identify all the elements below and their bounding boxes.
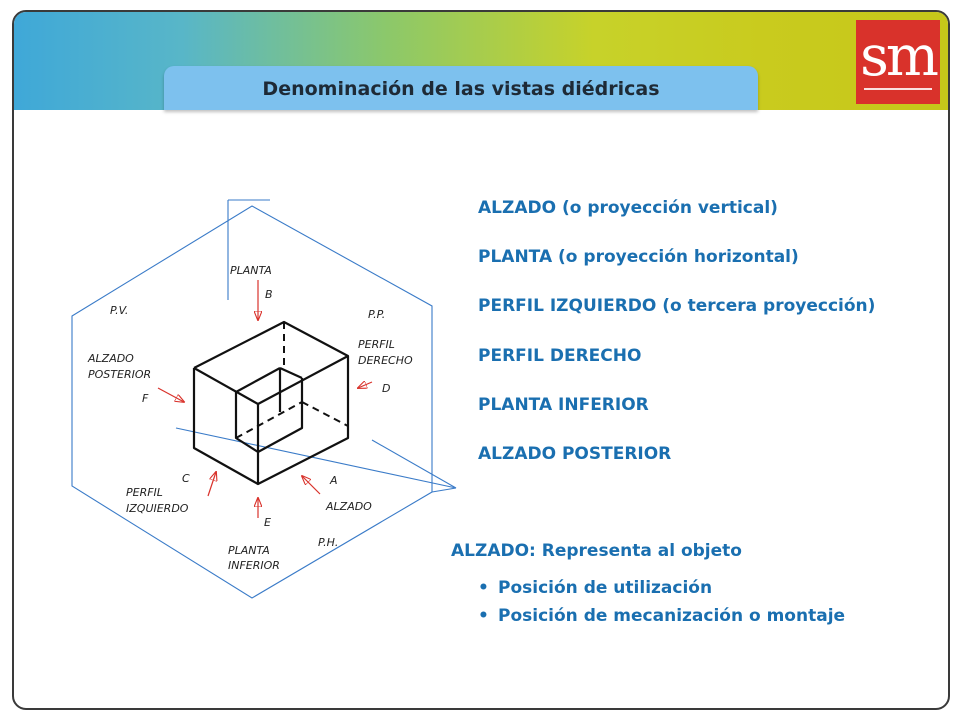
- label-pv: P.V.: [110, 304, 128, 317]
- label-b: B: [265, 288, 273, 301]
- label-planta: PLANTA: [230, 264, 272, 277]
- notch-inner-top-2: [279, 366, 303, 380]
- horizontal-plane-ph-edge: [175, 427, 457, 489]
- label-alzado-posterior-2: POSTERIOR: [88, 368, 151, 381]
- arrow-d: [358, 382, 373, 388]
- sm-logo: sm: [856, 20, 940, 104]
- label-pp: P.P.: [368, 308, 385, 321]
- horizontal-plane-ph-edge-2: [371, 439, 457, 489]
- label-d: D: [382, 382, 390, 395]
- alzado-note-heading: ALZADO: Representa al objeto: [451, 541, 742, 561]
- bullet-dot-icon: •: [478, 578, 489, 598]
- label-ph: P.H.: [318, 536, 338, 549]
- hidden-horizontal: [301, 401, 349, 427]
- label-perfil-izquierdo-2: IZQUIERDO: [126, 502, 189, 515]
- horizontal-plane-ph-edge-3: [431, 487, 457, 493]
- view-item-planta: PLANTA (o proyección horizontal): [478, 247, 799, 267]
- label-f: F: [142, 392, 149, 405]
- title-bar: Denominación de las vistas diédricas: [164, 66, 758, 110]
- bullet-text: Posición de mecanización o montaje: [498, 606, 846, 626]
- logo-text: sm: [860, 24, 939, 89]
- arrow-c: [207, 472, 216, 497]
- page-title: Denominación de las vistas diédricas: [262, 78, 660, 100]
- view-item-perfil-derecho: PERFIL DERECHO: [478, 346, 642, 366]
- view-item-perfil-izquierdo: PERFIL IZQUIERDO (o tercera proyección): [478, 296, 876, 316]
- dihedral-views-diagram: PLANTA B P.V. P.P. PERFIL DERECHO D ALZA…: [71, 199, 457, 599]
- view-item-alzado: ALZADO (o proyección vertical): [478, 198, 778, 218]
- label-alzado-posterior-1: ALZADO: [87, 352, 134, 365]
- label-perfil-izquierdo-1: PERFIL: [126, 486, 163, 499]
- notch-inner-top: [235, 367, 281, 393]
- label-perfil-derecho-2: DERECHO: [358, 354, 413, 367]
- notch-inner: [234, 378, 304, 454]
- hidden-diagonal: [235, 401, 303, 439]
- object-hidden-lines: [235, 322, 349, 439]
- label-perfil-derecho-1: PERFIL: [358, 338, 395, 351]
- view-item-alzado-posterior: ALZADO POSTERIOR: [478, 444, 672, 464]
- object-front-top-edge: [193, 367, 259, 405]
- bullet-dot-icon: •: [478, 606, 489, 626]
- label-planta-inferior-1: PLANTA: [228, 544, 270, 557]
- label-a: A: [329, 474, 338, 487]
- arrow-a: [302, 476, 321, 495]
- arrow-f: [157, 387, 184, 402]
- view-item-planta-inferior: PLANTA INFERIOR: [478, 395, 649, 415]
- view-arrows: [157, 280, 373, 518]
- label-c: C: [182, 472, 190, 485]
- projection-planes: [71, 199, 457, 599]
- label-planta-inferior-2: INFERIOR: [228, 559, 280, 572]
- label-alzado: ALZADO: [325, 500, 372, 513]
- label-e: E: [264, 516, 271, 529]
- bullet-text: Posición de utilización: [498, 578, 713, 598]
- slide: sm Denominación de las vistas diédricas: [12, 10, 950, 710]
- logo-underline: [864, 88, 932, 90]
